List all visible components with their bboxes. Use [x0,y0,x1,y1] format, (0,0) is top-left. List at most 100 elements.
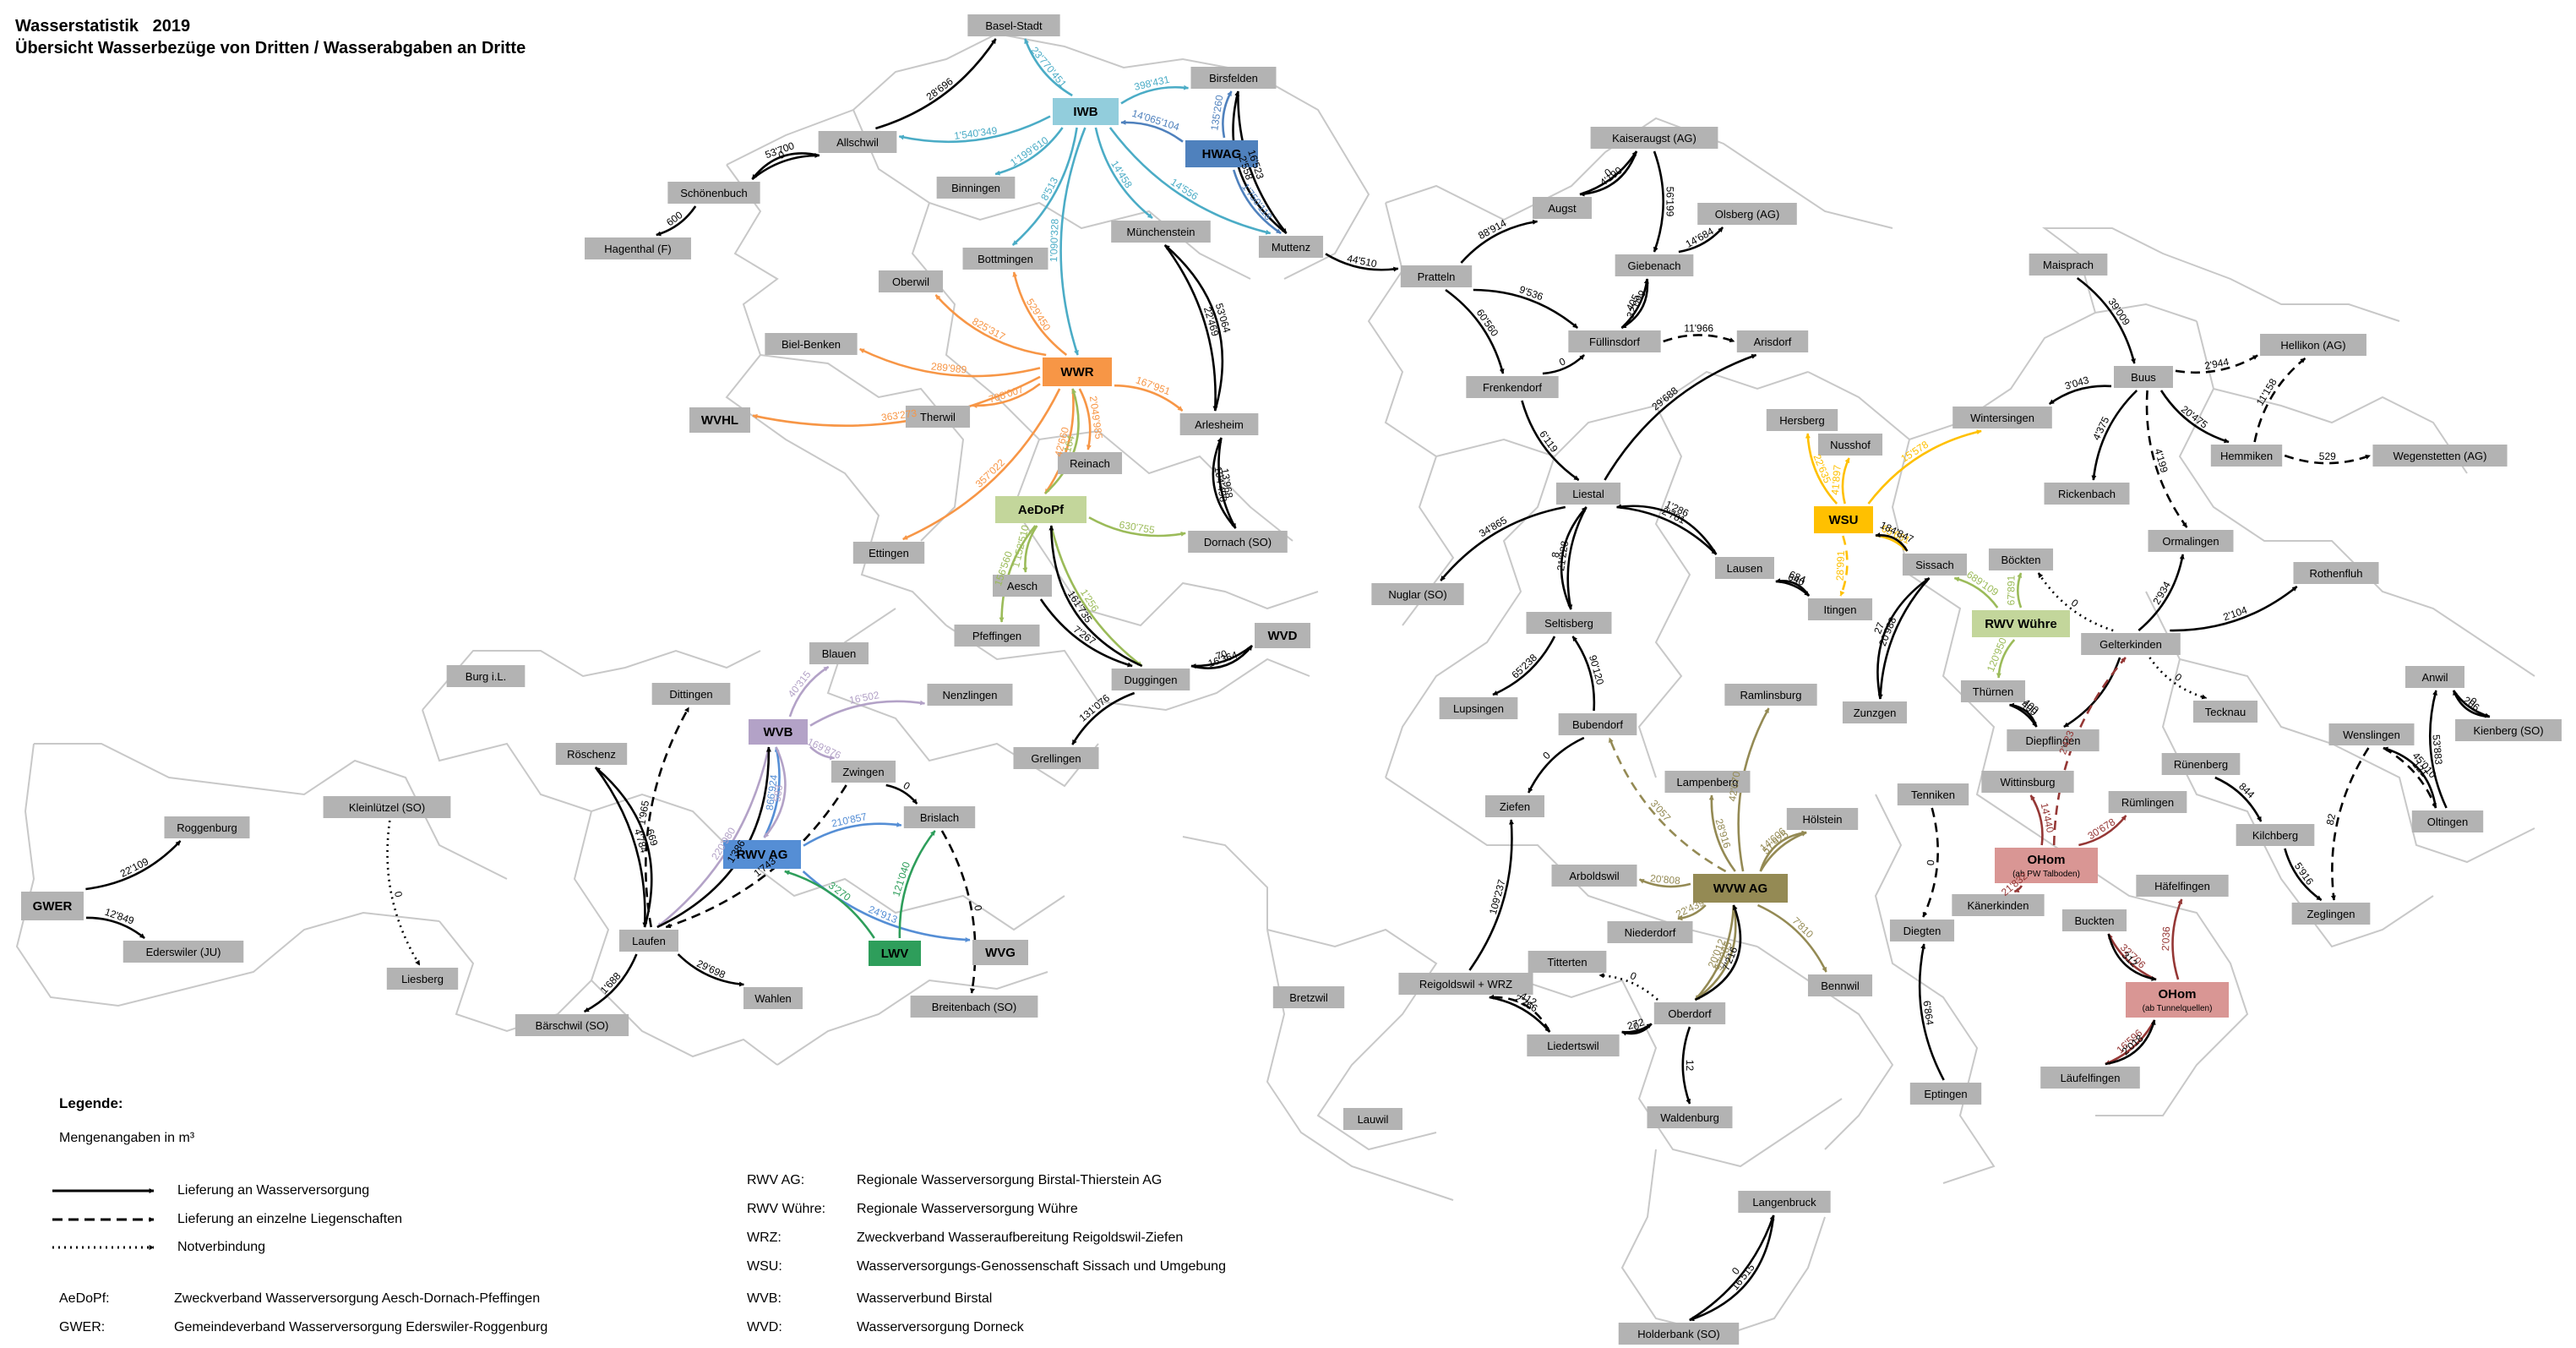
edge-zwingen-to-laufen [665,784,847,929]
edge-value-label: 28'991 [1834,550,1847,581]
edge-wvb-to-zwingen [809,745,836,761]
node-bubendorf: Bubendorf [1558,713,1637,735]
node-label: GWER [33,899,73,914]
node-box [1738,1191,1831,1213]
node-box [1526,612,1612,634]
node-label: Nusshof [1830,439,1871,451]
edge-duggingen-to-grellingen [1071,691,1136,745]
edge-value-label: 164 [1061,434,1077,453]
edge-liestal-to-seltisberg [1566,506,1588,610]
node-box [2029,254,2108,276]
node-box [1664,771,1751,793]
node-box [123,941,244,963]
node-box [651,683,731,705]
node-hwag: HWAG [1185,140,1258,167]
edge-gelterkinden-to-diepflingen [2063,657,2121,729]
edge-gelterkinden-to-tecknau [2148,657,2208,700]
edge-buus-to-hellikon [2175,354,2258,374]
legend-dotted-entry: Notverbindung [59,1240,820,1260]
node-label: Holderbank (SO) [1637,1328,1720,1340]
node-nusshof: Nusshof [1817,434,1883,456]
edge-aedopf-to-dornach [1088,516,1186,538]
node-box [1590,127,1718,149]
node-box [1485,795,1544,817]
node-kaiseraugst: Kaiseraugst (AG) [1590,127,1718,149]
node-box [1111,669,1190,690]
node-box [1343,1108,1402,1130]
node-wvwag: WVW AG [1693,874,1788,903]
node-box [21,892,84,920]
node-label: WVG [985,946,1016,960]
node-box [954,625,1040,647]
node-oberdorf: Oberdorf [1653,1002,1726,1024]
edge-liestal-to-arisdorf [1604,353,1757,481]
node-rothenfluh: Rothenfluh [2293,562,2379,584]
edge-wsu-to-nusshof [1841,457,1850,505]
edge-aedopf-to-pfeffingen [999,525,1037,623]
node-label: Nuglar (SO) [1388,588,1446,601]
border-line-14 [15,743,440,1007]
edge-oberdorf-to-liedertswil [1621,1023,1653,1036]
node-box [1400,265,1473,287]
edge-augst-to-kaiseraugst [1579,150,1638,196]
node-duggingen: Duggingen [1111,669,1190,690]
node-basel_stadt: Basel-Stadt [967,14,1060,36]
node-box [555,743,628,765]
edge-gelterkinden-to-boeckten [2037,572,2114,632]
abbreviation-description: Zweckverband Wasserversorgung Aesch-Dorn… [174,1291,541,1306]
node-reinach: Reinach [1057,452,1123,474]
legend-dotted-label: Notverbindung [177,1240,266,1254]
node-nenzlingen: Nenzlingen [927,684,1013,706]
edge-wvb-to-blauen [788,665,830,718]
node-bretzwil: Bretzwil [1272,986,1345,1008]
edge-wvb-to-rwvag [763,746,787,838]
node-label: Schönenbuch [680,187,748,199]
node-box [323,796,451,818]
edge-eptingen-to-diegten [1918,943,1945,1081]
node-olsberg: Olsberg (AG) [1697,203,1797,225]
node-label: Ramlinsburg [1740,689,1802,701]
node-ohom1: OHom(ab PW Talboden) [1995,848,2098,883]
node-box [1255,623,1310,648]
node-haefelfingen: Häfelfingen [2136,875,2229,897]
edge-liestal-to-nuglar [1440,505,1566,581]
abbreviation-description: Wasserversorgungs-Genossenschaft Sissach… [857,1259,1226,1274]
node-box [2293,562,2379,584]
edge-value-label: 600 [664,209,685,228]
border-line-8 [422,649,761,711]
border-line-19 [1385,456,1555,778]
edge-aedopf-to-aesch [1022,525,1038,573]
edge-wenslingen-to-zeglingen [2330,747,2370,901]
node-label: Kilchberg [2252,829,2298,842]
node-box [1909,1083,1982,1105]
node-langenbruck: Langenbruck [1738,1191,1831,1213]
node-box [962,248,1048,270]
node-box [1807,974,1873,996]
node-box [1724,684,1817,706]
border-line-15 [438,920,592,1033]
edge-aesch-to-duggingen [1039,598,1133,668]
node-oltingen: Oltingen [2411,810,2484,832]
node-box [1995,848,2098,883]
edge-value-label: 272 [1626,1016,1645,1032]
edge-laufen-to-roeschenz [595,767,653,928]
node-wahlen: Wahlen [743,987,803,1009]
node-box [1558,713,1637,735]
node-schoenenbuch: Schönenbuch [667,182,760,204]
edge-value-label: 41'897 [1829,464,1844,495]
edge-laufen-to-wvb [656,746,771,929]
node-box [1897,783,1969,805]
edge-value-label: 1'540'349 [953,124,998,142]
border-line-10 [573,810,778,1066]
edge-schoenenbuch-to-hagenthal [656,205,697,237]
node-label: Känerkinden [1968,899,2029,912]
node-sublabel: (ab PW Talboden) [2012,870,2080,879]
node-box [1981,771,2074,793]
edge-diepflingen-to-thuernen [2009,702,2038,728]
edge-sissach-to-wsu [1875,532,1909,552]
legend-dashed-entry: Lieferung an einzelne Liegenschaften [59,1212,820,1232]
legend-solid-entry: Lieferung an Wasserversorgung [59,1183,820,1203]
node-box [995,496,1086,523]
node-fuellinsdorf: Füllinsdorf [1568,330,1661,352]
node-label: Allschwil [836,136,879,149]
